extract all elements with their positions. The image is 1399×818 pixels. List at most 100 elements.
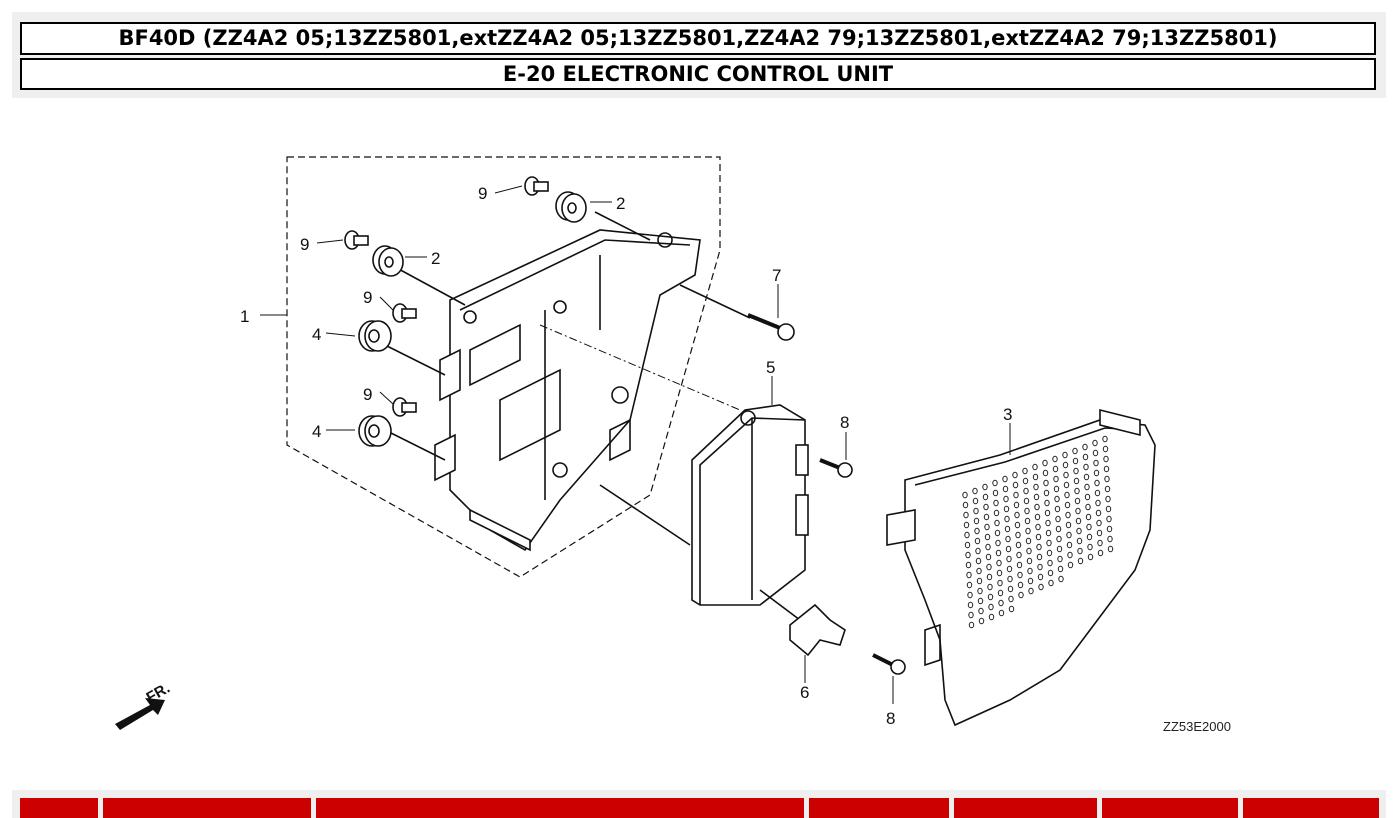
col-header-6[interactable] [1102, 798, 1238, 818]
cover-vent-hole [967, 591, 973, 599]
cover-vent-hole [975, 557, 982, 565]
cover-vent-hole [1107, 545, 1114, 553]
cover-vent-hole [1103, 455, 1109, 463]
cover-vent-hole [1095, 499, 1101, 507]
cover-vent-hole [963, 511, 969, 519]
cover-vent-hole [977, 587, 983, 595]
cover-vent-hole [1093, 469, 1100, 477]
cover-vent-hole [1042, 459, 1048, 467]
cover-vent-hole [1057, 555, 1063, 563]
cover-vent-hole [1045, 519, 1051, 527]
cover-vent-hole [1054, 505, 1061, 513]
cover-vent-hole [1045, 529, 1052, 537]
cover-vent-hole [1016, 561, 1023, 569]
cover-vent-hole [1052, 465, 1059, 473]
cover-vent-hole [1008, 595, 1014, 603]
cover-vent-hole [1013, 491, 1019, 499]
cover-vent-hole [1052, 455, 1058, 463]
cover-vent-hole [1037, 573, 1044, 581]
cover-vent-hole [1087, 553, 1094, 561]
col-header-5[interactable] [954, 798, 1097, 818]
cover-vent-hole [987, 583, 993, 591]
cover-vent-hole [1024, 517, 1031, 525]
cover-vent-hole [1027, 577, 1034, 585]
cover-vent-hole [1097, 539, 1103, 547]
cover-vent-hole [1002, 475, 1008, 483]
col-header-7[interactable] [1243, 798, 1379, 818]
col-header-4[interactable] [809, 798, 949, 818]
cover-vent-hole [998, 599, 1004, 607]
callout-9a: 9 [478, 184, 487, 203]
cover-vent-hole [1034, 503, 1040, 511]
cover-vent-hole [1042, 469, 1049, 477]
cover-vent-hole [1064, 501, 1071, 509]
cover-vent-hole [1082, 443, 1088, 451]
cover-vent-hole [1027, 567, 1033, 575]
col-header-1[interactable] [20, 798, 98, 818]
cover-vent-hole [1047, 559, 1053, 567]
cover-vent-hole [968, 621, 975, 629]
cover-vent-hole [1085, 513, 1092, 521]
front-direction-label: FR. [144, 680, 173, 707]
cover-vent-hole [1073, 467, 1079, 475]
cover-vent-hole [1058, 575, 1064, 583]
cover-vent-hole [986, 563, 992, 571]
cover-vent-hole [1064, 491, 1070, 499]
cover-vent-hole [1006, 565, 1013, 573]
cover-vent-hole [1104, 485, 1111, 493]
col-header-3[interactable] [316, 798, 804, 818]
cover-vent-hole [1025, 537, 1032, 545]
cover-vent-hole [1065, 511, 1071, 519]
cover-vent-hole [995, 549, 1002, 557]
cover-vent-hole [1062, 451, 1068, 459]
cover-vent-hole [1026, 557, 1033, 565]
cover-vent-hole [974, 537, 981, 545]
cover-vent-hole [1023, 497, 1030, 505]
callout-2a: 2 [616, 194, 625, 213]
cover-vent-hole [1083, 473, 1090, 481]
cover-vent-hole [1044, 509, 1051, 517]
cover-vent-hole [978, 607, 984, 615]
cover-vent-hole [982, 493, 989, 501]
section-title: E-20 ELECTRONIC CONTROL UNIT [20, 58, 1376, 90]
col-header-2[interactable] [103, 798, 311, 818]
cover-vent-hole [1082, 453, 1089, 461]
cover-vent-hole [1104, 475, 1110, 483]
cover-vent-hole [1087, 543, 1093, 551]
cover-vent-hole [1014, 511, 1020, 519]
cover-vent-hole [1102, 445, 1109, 453]
cover-vent-hole [992, 479, 998, 487]
callout-1: 1 [240, 307, 249, 326]
cover-vent-hole [1106, 525, 1113, 533]
cover-vent-hole [983, 503, 989, 511]
cover-vent-hole [1077, 547, 1083, 555]
callout-6: 6 [800, 683, 809, 702]
cover-vent-hole [1056, 535, 1062, 543]
cover-vent-hole [1097, 549, 1104, 557]
cover-vent-hole [1033, 483, 1039, 491]
diagram-code: ZZ53E2000 [1163, 719, 1231, 734]
cover-vent-hole [962, 501, 969, 509]
parts-table-header [12, 790, 1386, 818]
callout-2b: 2 [431, 249, 440, 268]
cover-vent-hole [1032, 463, 1038, 471]
cover-vent-hole [1035, 523, 1041, 531]
cover-vent-hole [1038, 583, 1044, 591]
model-title: BF40D (ZZ4A2 05;13ZZ5801,extZZ4A2 05;13Z… [20, 22, 1376, 55]
cover-vent-hole [974, 527, 980, 535]
cover-vent-hole [1106, 515, 1112, 523]
cover-vent-hole [1005, 535, 1011, 543]
cover-vent-hole [975, 547, 981, 555]
cover-vent-hole [1084, 483, 1090, 491]
cover-vent-hole [1043, 479, 1049, 487]
callout-4b: 4 [312, 422, 321, 441]
cover-vent-hole [966, 571, 972, 579]
cover-vent-hole [1096, 519, 1102, 527]
cover-vent-hole [996, 559, 1002, 567]
cover-vent-hole [1012, 481, 1019, 489]
cover-vent-hole [1094, 489, 1101, 497]
cover-vent-hole [1016, 551, 1022, 559]
cover-vent-hole [1007, 575, 1013, 583]
cover-vent-hole [1077, 557, 1084, 565]
cover-vent-hole [1086, 533, 1093, 541]
